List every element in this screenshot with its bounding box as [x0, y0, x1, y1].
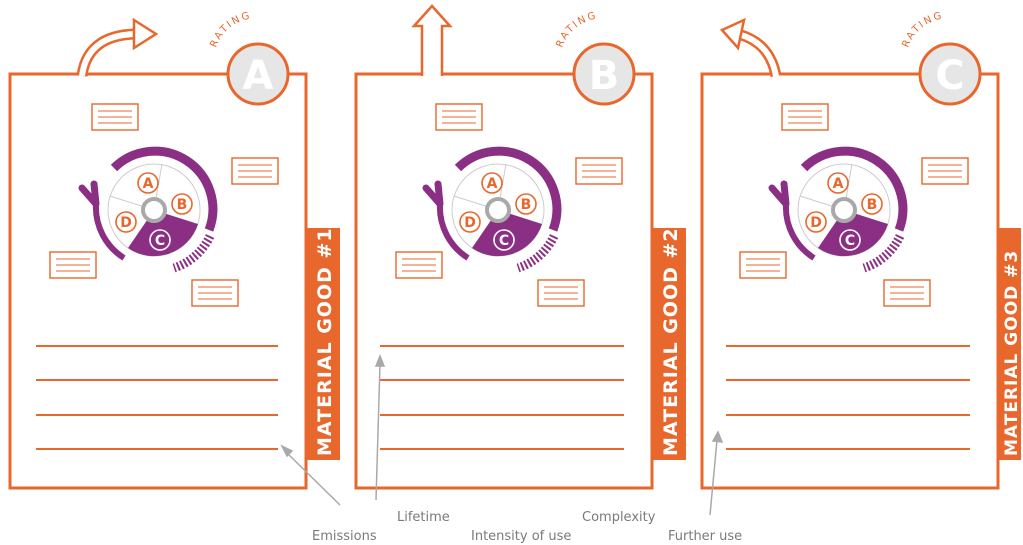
segment-c-label: C: [155, 233, 165, 249]
rating-word: RATING: [208, 10, 252, 49]
side-tab: [306, 228, 340, 460]
arrow-up-left-icon: [719, 17, 782, 78]
segment-a-label: A: [487, 176, 498, 192]
note-icon: [883, 279, 931, 307]
note-icon: [537, 279, 585, 307]
rating-word: RATING: [900, 10, 944, 49]
note-icon: [49, 251, 97, 279]
arrow-up-icon: [411, 4, 453, 76]
caption-intensity-of-use: Intensity of use: [471, 529, 571, 544]
rating-word: RATING: [554, 10, 598, 49]
segment-a-label: A: [143, 176, 154, 192]
note-icon: [739, 251, 787, 279]
note-icon: [435, 103, 483, 131]
panel-material-good-1: MATERIAL GOOD #1 A RATING A B D C: [8, 10, 340, 490]
panel-material-good-2: MATERIAL GOOD #2 B RATING A B D C: [354, 4, 686, 490]
note-icon: [921, 157, 969, 185]
note-icon: [781, 103, 829, 131]
caption-complexity: Complexity: [582, 510, 656, 525]
pointer-arrowhead: [711, 430, 724, 443]
segment-b-label: B: [867, 197, 878, 213]
segment-b-label: B: [521, 197, 532, 213]
rating-badge: [918, 42, 982, 106]
arrow-up-right-icon: [76, 17, 159, 77]
tab-label: MATERIAL GOOD #3: [1002, 250, 1022, 456]
panel-frame: [354, 72, 654, 490]
caption-emissions: Emissions: [312, 529, 377, 544]
segment-d-label: D: [120, 215, 132, 231]
side-tab: [997, 228, 1021, 460]
segment-d-label: D: [810, 215, 822, 231]
wheel-graphic: [772, 151, 903, 268]
segment-c-label: C: [845, 233, 855, 249]
rating-badge: [572, 42, 636, 106]
rating-letter: C: [935, 53, 964, 99]
note-icon: [231, 157, 279, 185]
segment-c-label: C: [499, 233, 509, 249]
wheel-graphic: [426, 151, 557, 268]
rating-badge: [226, 42, 290, 106]
tab-label: MATERIAL GOOD #2: [660, 227, 682, 456]
rating-letter: B: [589, 53, 620, 99]
tab-label: MATERIAL GOOD #1: [314, 227, 336, 456]
pointer-arrowhead: [374, 353, 386, 367]
panel-frame: [8, 72, 308, 490]
rating-letter: A: [243, 53, 274, 99]
panel-material-good-3: MATERIAL GOOD #3 C RATING A B D C: [700, 10, 1022, 490]
segment-d-label: D: [464, 215, 476, 231]
callout-pointers: [280, 353, 724, 516]
note-icon: [395, 251, 443, 279]
panel-frame: [700, 72, 1000, 490]
note-icon: [191, 279, 239, 307]
side-tab: [652, 228, 686, 460]
caption-further-use: Further use: [668, 529, 742, 544]
pointer-arrowhead: [280, 444, 294, 458]
note-icon: [575, 157, 623, 185]
segment-b-label: B: [177, 197, 188, 213]
note-icon: [91, 103, 139, 131]
segment-a-label: A: [833, 176, 844, 192]
caption-lifetime: Lifetime: [397, 510, 450, 525]
wheel-graphic: [82, 151, 213, 268]
